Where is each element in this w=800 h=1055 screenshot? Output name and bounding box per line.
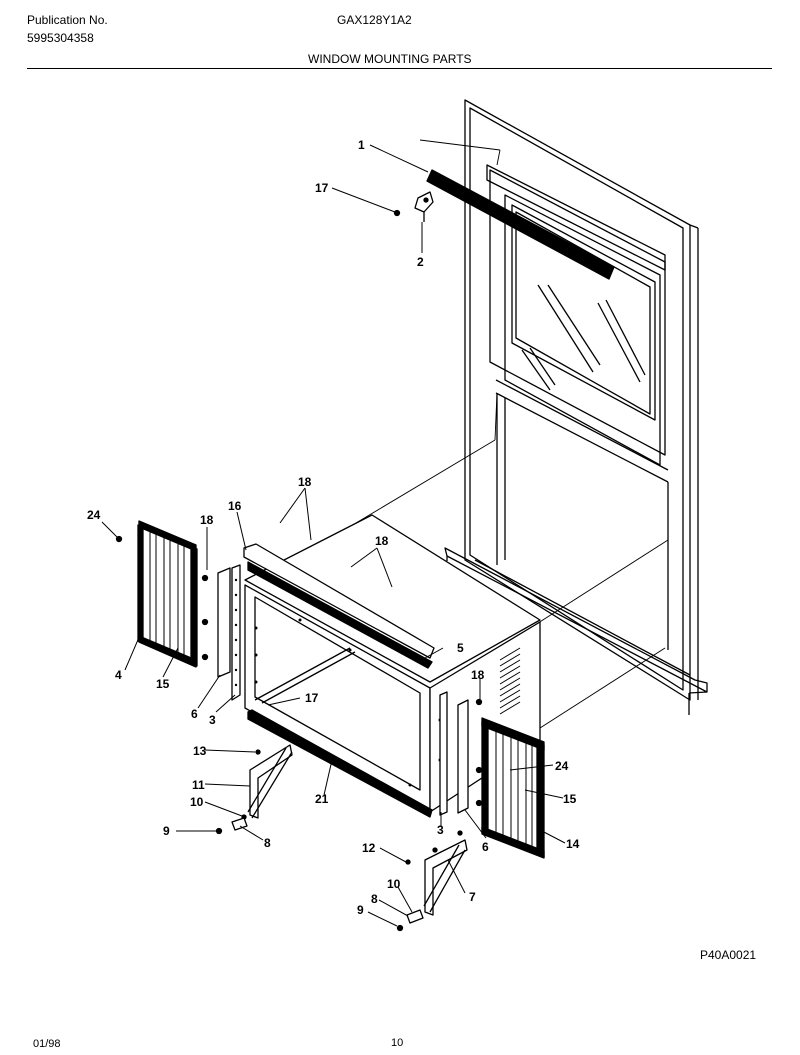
- callout-14: 14: [566, 837, 580, 851]
- callout-10: 10: [190, 795, 204, 809]
- callout-24: 24: [555, 759, 569, 773]
- page-number: 10: [391, 1037, 404, 1049]
- top-bracket: [414, 191, 434, 222]
- left-support-bracket: [215, 744, 293, 835]
- callout-10: 10: [387, 877, 401, 891]
- callout-18: 18: [471, 668, 485, 682]
- projection-lines: [355, 139, 669, 729]
- callout-3: 3: [437, 823, 444, 837]
- right-support-bracket: [396, 830, 468, 932]
- callout-8: 8: [371, 892, 378, 906]
- left-curtain: [115, 520, 198, 668]
- top-rail: [243, 543, 435, 669]
- callout-6: 6: [191, 707, 198, 721]
- callout-2: 2: [417, 255, 424, 269]
- publication-label: Publication No.: [27, 13, 108, 27]
- callouts: 1 17 2 18 18 16 24 18 4 15 6 3 5 17 18 1…: [87, 138, 580, 917]
- model-number: GAX128Y1A2: [337, 13, 412, 27]
- callout-15: 15: [563, 792, 577, 806]
- callout-3: 3: [209, 713, 216, 727]
- callout-6: 6: [482, 840, 489, 854]
- callout-12: 12: [362, 841, 376, 855]
- callout-24: 24: [87, 508, 101, 522]
- callout-17: 17: [315, 181, 329, 195]
- right-curtain: [481, 717, 545, 859]
- callout-21: 21: [315, 792, 329, 806]
- left-channel: [201, 564, 241, 701]
- callout-17: 17: [305, 691, 319, 705]
- bottom-rail: [247, 709, 433, 818]
- publication-number: 5995304358: [27, 31, 94, 45]
- section-title: WINDOW MOUNTING PARTS: [308, 52, 472, 66]
- header-rule: [27, 68, 772, 69]
- callout-7: 7: [469, 890, 476, 904]
- callout-15: 15: [156, 677, 170, 691]
- callout-16: 16: [228, 499, 242, 513]
- callout-4: 4: [115, 668, 122, 682]
- callout-13: 13: [193, 744, 207, 758]
- callout-18: 18: [375, 534, 389, 548]
- callout-18: 18: [298, 475, 312, 489]
- callout-9: 9: [357, 903, 364, 917]
- callout-9: 9: [163, 824, 170, 838]
- screw-top: [393, 209, 401, 217]
- top-foam-seal: [426, 169, 615, 280]
- callout-18: 18: [200, 513, 214, 527]
- callout-1: 1: [358, 138, 365, 152]
- footer-date: 01/98: [33, 1038, 61, 1050]
- callout-5: 5: [457, 641, 464, 655]
- leader-lines: [101, 144, 566, 927]
- right-channel: [439, 691, 483, 816]
- callout-8: 8: [264, 836, 271, 850]
- callout-11: 11: [192, 778, 205, 792]
- window-frame: [444, 99, 708, 715]
- diagram-id: P40A0021: [700, 948, 757, 962]
